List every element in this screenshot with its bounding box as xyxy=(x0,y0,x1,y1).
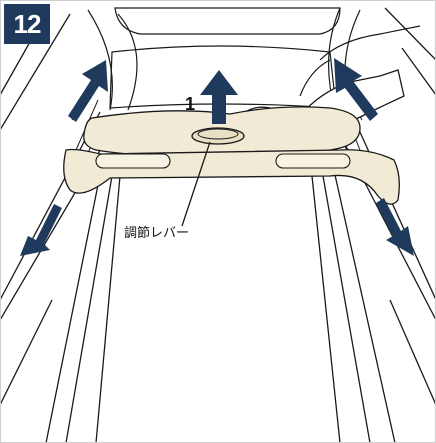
headrest-outline xyxy=(114,7,341,35)
adjustment-lever xyxy=(191,127,245,145)
lever-label: 調節レバー xyxy=(124,226,190,241)
step-order-number: 1 xyxy=(185,94,196,114)
arrow-down-right-icon xyxy=(376,198,414,256)
frame-rails xyxy=(0,7,436,406)
slot-left xyxy=(95,153,171,169)
arrow-down-left-icon xyxy=(20,204,62,256)
seat-back-outline xyxy=(87,7,361,113)
lever-leader-line xyxy=(181,141,211,227)
step-number-badge: 12 xyxy=(4,4,50,44)
hand-sleeve xyxy=(299,25,421,97)
slot-right xyxy=(275,153,351,169)
arrow-up-left-icon xyxy=(68,60,108,122)
arrow-up-right-icon xyxy=(334,58,378,121)
inner-rails xyxy=(45,174,396,443)
arrow-up-icon xyxy=(200,70,238,124)
